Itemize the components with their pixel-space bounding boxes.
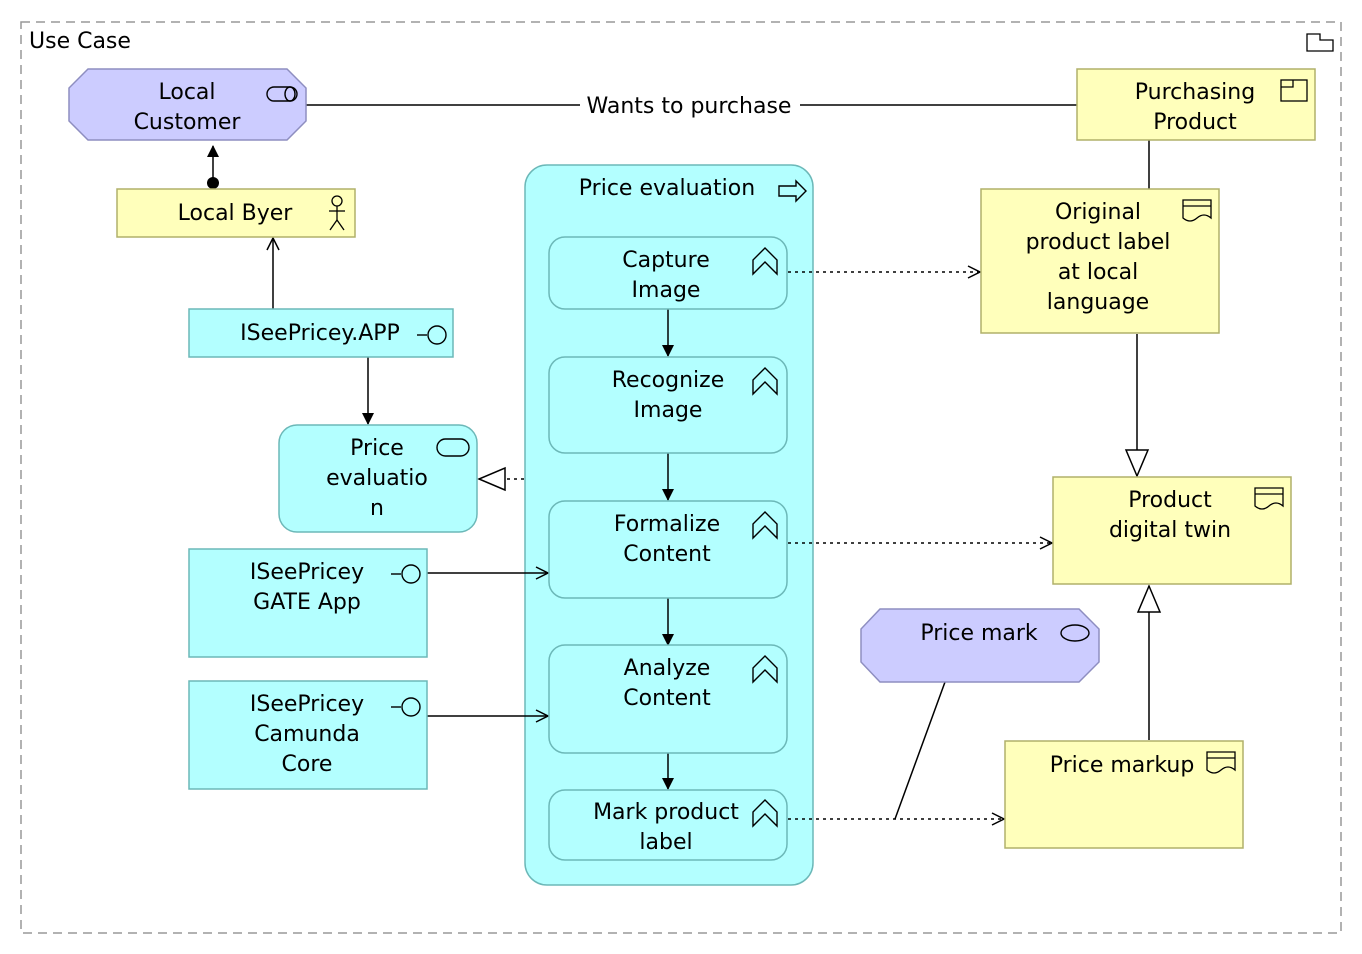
interface-icon [417,325,447,345]
process-arrow-icon [778,179,807,203]
local-byer-node[interactable]: Local Byer [116,188,356,238]
interface-icon [391,564,421,584]
event-icon [1060,624,1090,642]
function-icon [752,247,778,276]
role-icon [266,86,298,102]
document-icon [1206,751,1236,774]
price-mark-label: Price mark [920,621,1038,646]
interface-icon [391,697,421,717]
price-markup-node[interactable]: Price markup [1004,740,1244,849]
document-icon [1182,199,1212,222]
price-markup-label: Price markup [1050,753,1195,778]
price-mark-node[interactable]: Price mark [860,608,1100,683]
function-icon [752,799,778,828]
local-byer-label: Local Byer [178,201,294,226]
package-icon [1306,33,1334,52]
iseepricey-app-node[interactable]: ISeePricey.APP [188,308,454,358]
process-title: Price evaluation [579,176,755,201]
actor-icon [329,195,345,231]
relationships [207,104,1162,820]
function-icon [752,655,778,684]
function-icon [752,511,778,540]
document-icon [1254,487,1284,510]
service-icon [436,438,470,457]
wants-to-purchase-label: Wants to purchase [587,94,792,119]
price-mark-association [894,681,946,820]
function-icon [752,367,778,396]
frame-title: Use Case [29,29,131,54]
iseepricey-app-label: ISeePricey.APP [240,321,400,346]
use-case-frame: Use Case [20,21,1342,934]
product-icon [1280,79,1308,102]
